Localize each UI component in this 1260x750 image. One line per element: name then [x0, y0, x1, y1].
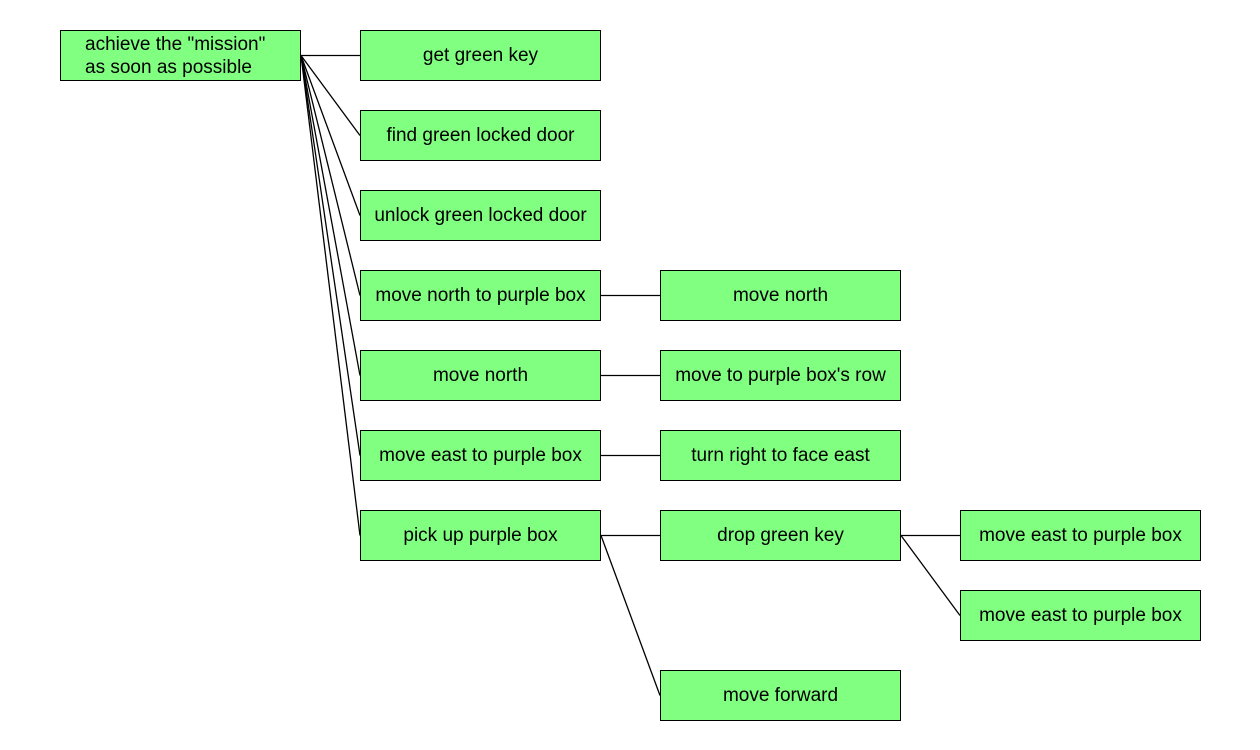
node-label: unlock green locked door: [374, 205, 587, 226]
node-label: drop green key: [717, 525, 844, 546]
action-node-move-east-to-purple-box-2[interactable]: move east to purple box: [960, 590, 1201, 641]
connector-line: [300, 55, 361, 536]
action-node-move-north[interactable]: move north: [660, 270, 901, 321]
node-label: move north: [732, 285, 829, 306]
node-label: move north: [432, 365, 529, 386]
node-label: turn right to face east: [691, 445, 870, 466]
connector-line: [300, 55, 361, 136]
connector-line: [300, 55, 361, 456]
subgoal-node-unlock-green-locked-door[interactable]: unlock green locked door: [360, 190, 601, 241]
subgoal-node-find-green-locked-door[interactable]: find green locked door: [360, 110, 601, 161]
subgoal-node-pick-up-purple-box[interactable]: pick up purple box: [360, 510, 601, 561]
node-label: move east to purple box: [379, 445, 582, 466]
node-label: achieve the "mission" as soon as possibl…: [85, 33, 266, 78]
action-node-turn-right-to-face-east[interactable]: turn right to face east: [660, 430, 901, 481]
action-node-move-forward[interactable]: move forward: [660, 670, 901, 721]
action-node-move-east-to-purple-box-1[interactable]: move east to purple box: [960, 510, 1201, 561]
node-label: get green key: [422, 45, 539, 66]
action-node-move-to-purple-box-row[interactable]: move to purple box's row: [660, 350, 901, 401]
connector-line: [900, 535, 961, 616]
node-label: move to purple box's row: [675, 365, 886, 386]
subgoal-node-get-green-key[interactable]: get green key: [360, 30, 601, 81]
node-label: move forward: [722, 685, 839, 706]
node-label: move east to purple box: [979, 605, 1182, 626]
node-label: move north to purple box: [375, 285, 586, 306]
root-goal-node[interactable]: achieve the "mission" as soon as possibl…: [60, 30, 301, 81]
connector-line: [600, 535, 661, 696]
subgoal-node-move-east-to-purple-box[interactable]: move east to purple box: [360, 430, 601, 481]
subgoal-node-move-north-to-purple-box[interactable]: move north to purple box: [360, 270, 601, 321]
node-label: find green locked door: [386, 125, 575, 146]
subgoal-node-move-north[interactable]: move north: [360, 350, 601, 401]
connector-line: [300, 55, 361, 296]
connector-line: [300, 55, 361, 376]
connector-line: [300, 55, 361, 216]
action-node-drop-green-key[interactable]: drop green key: [660, 510, 901, 561]
node-label: move east to purple box: [979, 525, 1182, 546]
node-label: pick up purple box: [403, 525, 558, 546]
